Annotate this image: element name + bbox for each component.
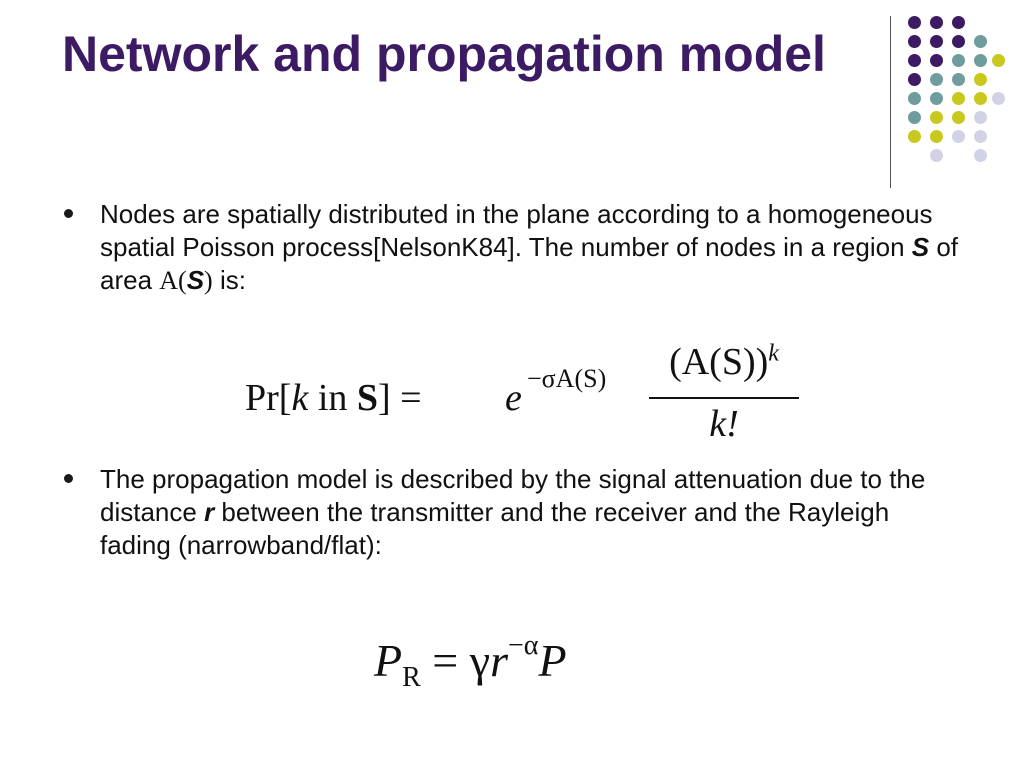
dot xyxy=(930,73,943,86)
formula-token: S xyxy=(356,377,379,419)
dot xyxy=(908,16,921,29)
dot xyxy=(930,149,943,162)
dot xyxy=(974,149,987,162)
formula-denominator: k! xyxy=(649,402,799,446)
dot xyxy=(952,130,965,143)
formula-token: −α xyxy=(507,630,539,661)
dot xyxy=(930,35,943,48)
dot xyxy=(908,92,921,105)
formula-numerator: (A(S))k xyxy=(649,340,799,384)
region-variable: S xyxy=(911,232,930,262)
formula-exp-base: e xyxy=(505,377,522,419)
formula-fraction: (A(S))k k! xyxy=(649,340,799,450)
bullet-text-part: Nodes are spatially distributed in the p… xyxy=(100,199,933,262)
formula-lhs: Pr[k in S] = xyxy=(245,376,422,420)
formula-token: k! xyxy=(709,403,739,445)
poisson-formula: Pr[k in S] = e −σA(S) (A(S))k k! xyxy=(245,340,845,450)
dot xyxy=(908,111,921,124)
dot xyxy=(974,35,987,48)
formula-token: r xyxy=(490,635,508,686)
formula-token: P xyxy=(538,635,567,686)
dot xyxy=(930,92,943,105)
dot xyxy=(908,73,921,86)
area-variable: S xyxy=(186,265,205,295)
dot xyxy=(930,54,943,67)
received-power-formula: PR = γr−αP xyxy=(374,630,567,694)
dot xyxy=(952,73,965,86)
dot xyxy=(992,92,1005,105)
dot xyxy=(974,130,987,143)
dot xyxy=(952,54,965,67)
dot xyxy=(908,54,921,67)
dot xyxy=(974,73,987,86)
dot xyxy=(974,111,987,124)
formula-token: (A(S)) xyxy=(669,341,769,383)
bullet-dot-icon xyxy=(64,474,73,483)
dot xyxy=(908,130,921,143)
dot xyxy=(974,92,987,105)
formula-token: k xyxy=(768,340,779,367)
dot xyxy=(952,16,965,29)
dot xyxy=(930,16,943,29)
distance-variable: r xyxy=(204,497,215,527)
formula-token: k xyxy=(291,377,309,419)
dot xyxy=(952,92,965,105)
area-function-open: A( xyxy=(159,266,187,295)
formula-token: R xyxy=(402,662,421,693)
dot xyxy=(930,111,943,124)
dot xyxy=(930,130,943,143)
bullet-text-part: is: xyxy=(212,265,246,295)
bullet-text-part: between the transmitter and the receiver… xyxy=(100,497,890,560)
bullet-text-part: The propagation model is described by th… xyxy=(100,464,926,527)
formula-token: P xyxy=(374,635,403,686)
bullet-text: The propagation model is described by th… xyxy=(100,463,960,562)
formula-exp-superscript: −σA(S) xyxy=(527,364,607,393)
area-function-close: ) xyxy=(204,266,213,295)
dot xyxy=(952,35,965,48)
dot xyxy=(952,111,965,124)
dot xyxy=(974,54,987,67)
fraction-bar xyxy=(649,397,799,399)
formula-token: = γ xyxy=(420,635,491,686)
formula-token: Pr[ xyxy=(245,377,292,419)
dot xyxy=(908,35,921,48)
bullet-text: Nodes are spatially distributed in the p… xyxy=(100,198,960,297)
slide-title: Network and propagation model xyxy=(62,26,826,82)
formula-token: in xyxy=(308,377,357,419)
bullet-dot-icon xyxy=(64,209,73,218)
decorative-dot-grid-icon xyxy=(908,16,1005,166)
formula-token: ] = xyxy=(378,377,422,419)
bullet-text-part: of area xyxy=(100,232,959,295)
dot xyxy=(992,54,1005,67)
title-divider xyxy=(890,16,891,188)
